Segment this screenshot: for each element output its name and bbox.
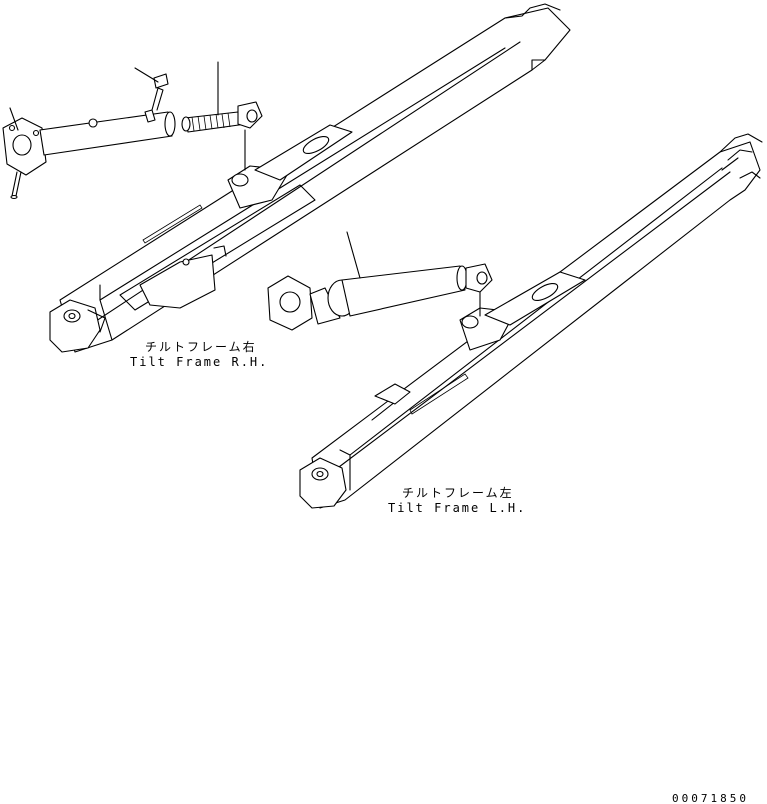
- tilt-cylinder-left-exploded: [267, 263, 493, 331]
- leader-lines-right: [9, 61, 246, 171]
- tilt-frame-left-illustration: [299, 133, 763, 509]
- tilt-frame-left-body: [311, 141, 761, 509]
- tilt-frame-right-illustration: [49, 3, 571, 353]
- drawing-number: 00071850: [672, 792, 749, 804]
- cylinder-rod-end: [184, 111, 247, 133]
- tilt-frame-left-label-en: Tilt Frame L.H.: [388, 501, 527, 515]
- tilt-frame-right-clevis: [49, 299, 101, 353]
- tilt-frame-right-label-jp: チルトフレーム右: [145, 340, 257, 354]
- leader-lines-left: [346, 157, 739, 317]
- tilt-frame-left-label-jp: チルトフレーム左: [402, 486, 514, 500]
- tilt-frame-right-label-en: Tilt Frame R.H.: [130, 355, 269, 369]
- cylinder-tube: [39, 111, 173, 156]
- tilt-cylinder-right-exploded: [2, 73, 263, 200]
- tilt-frame-left-clevis: [299, 457, 347, 509]
